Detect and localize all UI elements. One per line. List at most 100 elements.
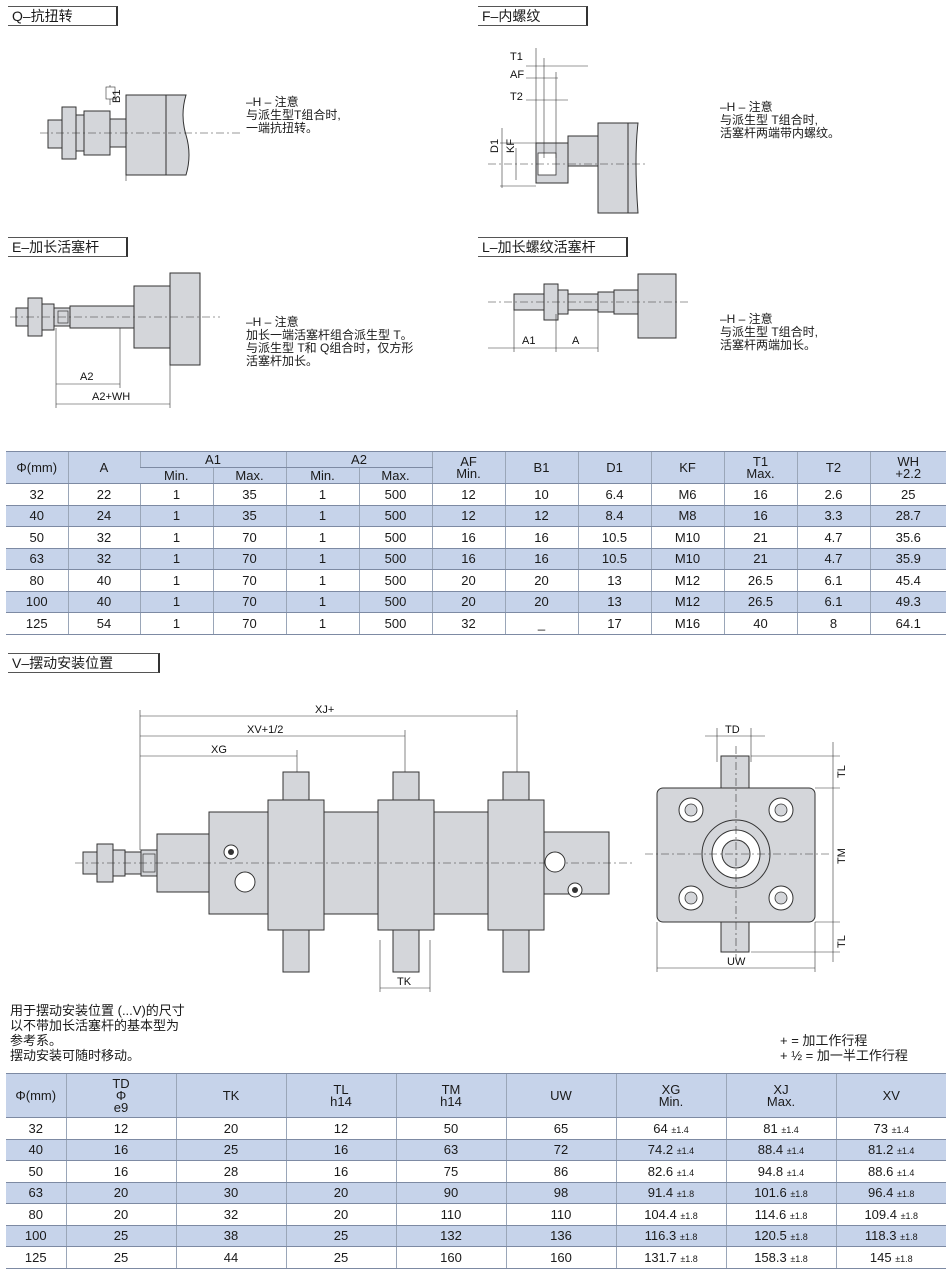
- table-cell: 16: [504, 548, 578, 570]
- table-cell: 12: [504, 505, 578, 527]
- table-cell: 104.4 ±1.8: [615, 1203, 726, 1226]
- table-cell: 74.2 ±1.4: [615, 1139, 726, 1161]
- table-cell: 80: [6, 569, 68, 592]
- cell-tolerance: ±1.8: [790, 1253, 808, 1264]
- table-cell: 21: [723, 526, 797, 549]
- table-cell: 158.3 ±1.8: [725, 1246, 836, 1269]
- table-cell: 20: [175, 1117, 286, 1140]
- table-cell: 4.7: [796, 526, 870, 549]
- cell-tolerance: ±1.4: [676, 1146, 695, 1157]
- table-cell: 1: [285, 548, 359, 570]
- table-cell: M6: [650, 483, 724, 506]
- table-cell: 136: [505, 1225, 616, 1247]
- cell-tolerance: ±1.4: [786, 1146, 805, 1157]
- table-cell: 24: [67, 505, 140, 527]
- col2-uw: UW: [505, 1073, 616, 1118]
- table-cell: 10: [504, 483, 578, 506]
- table-cell: 50: [6, 1160, 66, 1183]
- dim-a: A: [572, 335, 580, 347]
- table-cell: 28: [175, 1160, 286, 1183]
- col-a: A: [67, 451, 140, 484]
- dim-xg: XG: [211, 744, 227, 756]
- table-cell: 1: [285, 526, 359, 549]
- cell-value: 116.3: [644, 1228, 677, 1244]
- table-cell: 16: [65, 1139, 176, 1161]
- table-cell: 25: [285, 1246, 396, 1269]
- table-cell: 145 ±1.8: [835, 1246, 946, 1269]
- table-cell: 25: [869, 483, 946, 506]
- col-kf: KF: [650, 451, 724, 484]
- cell-value: 88.4: [757, 1142, 784, 1158]
- table-cell: 73 ±1.4: [835, 1117, 946, 1140]
- table-cell: 500: [358, 569, 432, 592]
- cell-tolerance: ±1.4: [786, 1167, 805, 1178]
- table-cell: 75: [395, 1160, 506, 1183]
- table-cell: 13: [577, 569, 651, 592]
- table-cell: 500: [358, 548, 432, 570]
- note-f: –H – 注意 与派生型 T组合时, 活塞杆两端带内螺纹。: [720, 100, 841, 140]
- table-cell: 21: [723, 548, 797, 570]
- table-cell: 70: [212, 569, 286, 592]
- table-cell: 72: [505, 1139, 616, 1161]
- legend: + = 加工作行程 + ½ = 加一半工作行程: [780, 1033, 908, 1063]
- table-cell: 131.7 ±1.8: [615, 1246, 726, 1269]
- cell-tolerance: ±1.8: [790, 1232, 808, 1243]
- table-cell: 1: [285, 505, 359, 527]
- table-cell: 16: [504, 526, 578, 549]
- section-title-v: V–摆动安装位置: [8, 653, 160, 673]
- table-cell: 110: [395, 1203, 506, 1226]
- cell-value: 158.3: [754, 1249, 787, 1265]
- table-cell: 4.7: [796, 548, 870, 570]
- table-cell: 12: [431, 505, 505, 527]
- cell-tolerance: ±1.4: [896, 1167, 915, 1178]
- table-cell: 12: [431, 483, 505, 506]
- table-cell: 1: [139, 612, 213, 635]
- table-cell: 38: [175, 1225, 286, 1247]
- table-cell: M12: [650, 569, 724, 592]
- table-cell: 16: [431, 548, 505, 570]
- table-cell: 64.1: [869, 612, 946, 635]
- table-cell: 25: [65, 1225, 176, 1247]
- table-cell: 16: [431, 526, 505, 549]
- table-cell: 32: [6, 483, 68, 506]
- cell-tolerance: ±1.8: [895, 1253, 913, 1264]
- cell-value: 74.2: [647, 1142, 674, 1158]
- table-cell: 16: [65, 1160, 176, 1183]
- dim-xv: XV+1/2: [247, 724, 283, 736]
- table-cell: 1: [285, 612, 359, 635]
- table-cell: 28.7: [869, 505, 946, 527]
- drawing-e: A2 A2+WH: [10, 272, 220, 408]
- table-cell: 10.5: [577, 526, 651, 549]
- cell-value: 109.4: [864, 1206, 897, 1222]
- table-cell: 82.6 ±1.4: [615, 1160, 726, 1183]
- note-q: –H – 注意 与派生型T组合时, 一端抗扭转。: [246, 95, 341, 135]
- table-cell: 1: [139, 591, 213, 613]
- dim-tm: TM: [836, 848, 848, 864]
- drawing-q: B1: [40, 85, 240, 181]
- col2-phi: Φ(mm): [6, 1073, 66, 1118]
- table-cell: 40: [6, 1139, 66, 1161]
- table-cell: 110: [505, 1203, 616, 1226]
- table-cell: 91.4 ±1.8: [615, 1182, 726, 1204]
- table-cell: 1: [139, 569, 213, 592]
- table-cell: 1: [139, 548, 213, 570]
- cell-tolerance: ±1.8: [790, 1189, 808, 1200]
- table-cell: 20: [431, 591, 505, 613]
- table-cell: 25: [175, 1139, 286, 1161]
- col-d1: D1: [577, 451, 651, 484]
- table-cell: 20: [65, 1182, 176, 1204]
- table-cell: 101.6 ±1.8: [725, 1182, 836, 1204]
- note-e: –H – 注意 加长一端活塞杆组合派生型 T。 与派生型 T和 Q组合时，仅方形…: [246, 315, 414, 368]
- table-cell: 40: [6, 505, 68, 527]
- table-cell: 100: [6, 1225, 66, 1247]
- table-cell: 109.4 ±1.8: [835, 1203, 946, 1226]
- cell-value: 73: [873, 1120, 888, 1136]
